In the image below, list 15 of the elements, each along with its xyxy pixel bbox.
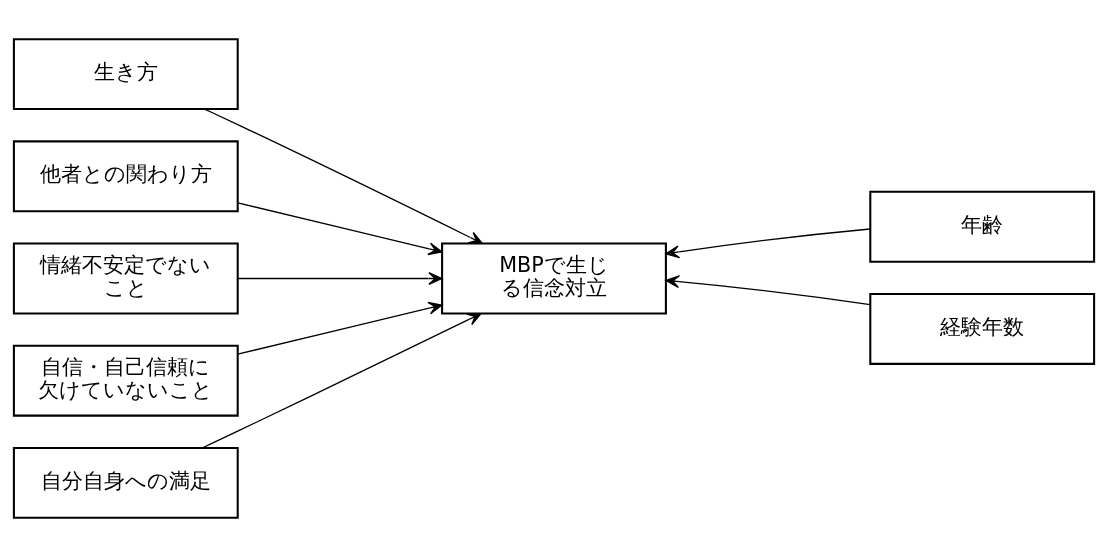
node-box: 情緒不安定でないこと — [12, 242, 239, 315]
arrow — [203, 108, 483, 245]
node-box: 年齢 — [869, 190, 1096, 263]
node-box: 生き方 — [12, 38, 239, 111]
node-box: 自信・自己信頼に欠けていないこと — [12, 344, 239, 417]
arrow — [665, 228, 871, 259]
arrow — [201, 313, 482, 449]
node-box: 自分自身への満足 — [12, 446, 239, 519]
arrow — [237, 301, 443, 355]
arrow — [237, 202, 443, 256]
node-box: 経験年数 — [869, 293, 1096, 365]
arrow — [237, 272, 443, 285]
node-box: MBPで生じる信念対立 — [441, 242, 667, 315]
arrow — [665, 275, 871, 306]
node-box: 他者との関わり方 — [12, 140, 239, 213]
